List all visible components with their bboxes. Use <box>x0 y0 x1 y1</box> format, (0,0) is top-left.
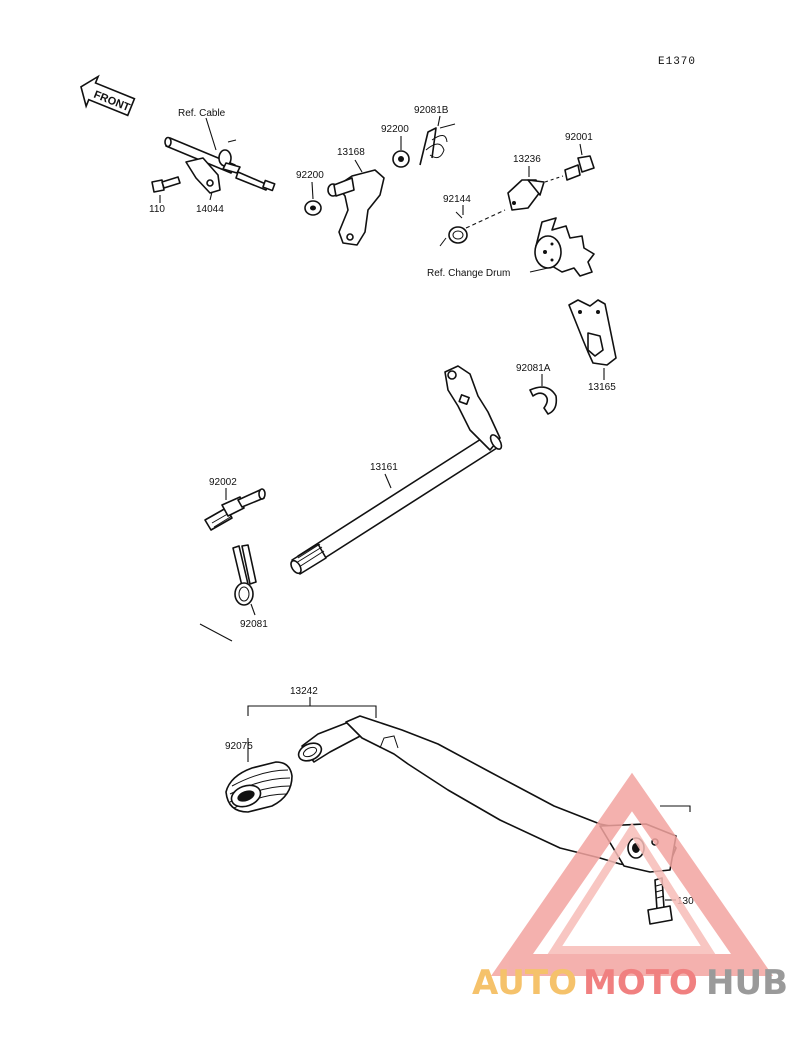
part-92144-spring <box>439 205 506 247</box>
label-92081: 92081 <box>240 619 268 630</box>
leader-13242 <box>247 705 377 718</box>
label-92081A: 92081A <box>516 363 551 374</box>
label-13242: 13242 <box>290 686 318 697</box>
front-arrow-icon: FRONT <box>80 74 136 117</box>
watermark-word-moto: MOTO <box>583 963 698 1003</box>
label-13165: 13165 <box>588 382 616 393</box>
label-110: 110 <box>149 204 165 215</box>
part-13168-arm <box>327 159 385 246</box>
label-92001: 92001 <box>565 132 593 143</box>
part-92200-washer-left <box>304 181 322 216</box>
label-130: 130 <box>677 896 694 907</box>
label-ref-cable: Ref. Cable <box>178 108 226 119</box>
label-13236: 13236 <box>513 154 541 165</box>
part-92075-rubber <box>225 761 293 813</box>
watermark-word-hub: HUB <box>706 963 788 1003</box>
part-92001-bolt <box>544 143 595 183</box>
watermark-logo <box>490 772 774 976</box>
label-14044: 14044 <box>196 204 224 215</box>
part-92200-washer-right <box>392 136 410 168</box>
leader-92081 <box>199 623 233 642</box>
part-110-bolt <box>151 176 181 203</box>
label-92081B: 92081B <box>414 105 449 116</box>
part-14044-drawing <box>164 117 276 194</box>
part-130-bolt <box>647 877 676 925</box>
part-92002-stud <box>204 488 266 531</box>
label-92075: 92075 <box>225 741 253 752</box>
label-92002: 92002 <box>209 477 237 488</box>
label-ref-change-drum: Ref. Change Drum <box>427 268 510 279</box>
part-13165-plate <box>568 299 617 380</box>
label-13161: 13161 <box>370 462 398 473</box>
label-92200-left: 92200 <box>296 170 324 181</box>
part-92081-spring <box>232 544 257 616</box>
diagram-code: E1370 <box>658 56 696 68</box>
part-13236-holder <box>507 166 545 211</box>
part-92081B-spring <box>419 115 456 166</box>
part-92081A-clip <box>529 374 558 415</box>
label-92200-right: 92200 <box>381 124 409 135</box>
part-13161-shaft <box>290 365 503 575</box>
label-92144: 92144 <box>443 194 471 205</box>
change-drum-gear <box>529 217 595 277</box>
watermark-text: AUTO MOTO HUB <box>472 963 788 1003</box>
label-13168: 13168 <box>337 147 365 158</box>
watermark-word-auto: AUTO <box>472 963 577 1003</box>
